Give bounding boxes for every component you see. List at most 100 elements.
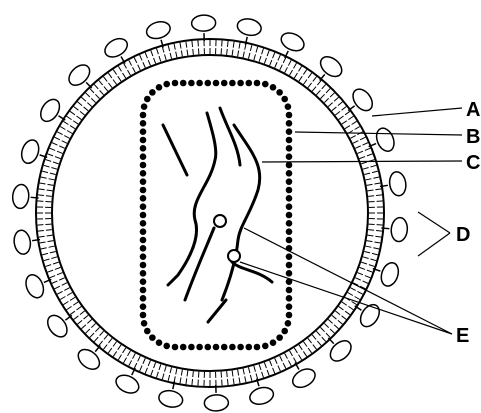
bilayer-tick: [308, 73, 312, 78]
bilayer-tick: [256, 47, 258, 53]
capsid-dot: [270, 84, 277, 91]
bilayer-tick: [157, 48, 159, 54]
bilayer-tick: [248, 53, 249, 59]
capsid-dot: [140, 120, 147, 127]
bilayer-tick: [350, 288, 355, 291]
bilayer-tick: [374, 183, 380, 184]
capsid-dot: [286, 287, 293, 294]
bilayer-tick: [63, 301, 68, 304]
capsid-dot: [281, 96, 288, 103]
bilayer-tick: [275, 62, 277, 67]
bilayer-tick: [50, 148, 56, 150]
bilayer-tick: [332, 315, 337, 319]
bilayer-tick: [322, 84, 326, 88]
bilayer-tick: [350, 136, 355, 139]
capsid-dot: [140, 162, 147, 169]
bilayer-tick: [342, 121, 347, 124]
bilayer-tick: [70, 311, 75, 315]
bilayer-tick: [118, 355, 121, 360]
bilayer-tick: [369, 265, 375, 267]
bilayer-tick: [170, 367, 171, 373]
bilayer-tick: [367, 154, 373, 156]
bilayer-tick: [371, 259, 377, 261]
bilayer-tick: [140, 366, 142, 371]
bilayer-tick: [264, 58, 266, 64]
bilayer-tick: [77, 102, 82, 106]
capsid-dot: [246, 80, 253, 87]
bilayer-tick: [55, 137, 60, 140]
bilayer-tick: [118, 345, 121, 350]
capsid-dot: [213, 80, 220, 87]
bilayer-tick: [186, 42, 187, 48]
bilayer-tick: [53, 262, 59, 264]
bilayer-tick: [303, 80, 307, 85]
bilayer-tick: [57, 151, 63, 153]
label-d: D: [456, 224, 470, 246]
bilayer-tick: [365, 148, 371, 150]
bilayer-tick: [174, 44, 175, 50]
bilayer-tick: [73, 302, 78, 305]
capsid-dot: [286, 187, 293, 194]
bilayer-tick: [63, 121, 68, 124]
protein-head: [102, 35, 131, 61]
leader-line-c: [262, 161, 462, 162]
surface-protein: [12, 184, 39, 209]
bilayer-tick: [285, 353, 288, 358]
bilayer-tick: [303, 70, 306, 75]
bilayer-tick: [355, 297, 360, 300]
bilayer-tick: [46, 230, 52, 231]
bilayer-tick: [52, 143, 57, 145]
bilayer-tick: [233, 42, 234, 48]
bilayer-tick: [44, 165, 50, 167]
capsid-dot: [276, 89, 283, 96]
bilayer-tick: [84, 107, 89, 111]
surface-protein: [44, 312, 72, 341]
protein-head: [236, 17, 263, 38]
bilayer-tick: [108, 83, 112, 88]
bilayer-tick: [62, 283, 67, 286]
bilayer-tick: [129, 360, 132, 365]
surface-protein: [75, 345, 104, 373]
capsid-dot: [140, 270, 147, 277]
bilayer-tick: [326, 333, 330, 337]
capsid-dot: [172, 344, 179, 351]
bilayer-tick: [95, 94, 99, 98]
capsid-dot: [281, 328, 288, 335]
bilayer-tick: [143, 358, 145, 363]
rna-strand-1: [163, 125, 187, 175]
bilayer-tick: [227, 379, 228, 385]
bilayer-tick: [335, 311, 340, 315]
capsid-dot: [286, 128, 293, 135]
bilayer-tick: [108, 348, 112, 353]
capsid-dot: [140, 170, 147, 177]
capsid-dot: [286, 137, 293, 144]
protein-head: [204, 394, 229, 411]
bilayer-tick: [186, 378, 187, 384]
enzyme-2: [228, 250, 240, 262]
capsid-dot: [286, 220, 293, 227]
surface-protein: [380, 171, 408, 197]
bilayer-tick: [187, 50, 188, 56]
bilayer-tick: [108, 73, 112, 78]
protein-head: [191, 15, 216, 32]
bilayer-tick: [80, 311, 85, 315]
bilayer-tick: [232, 50, 233, 56]
bilayer-tick: [123, 73, 126, 78]
bilayer-tick: [48, 184, 54, 185]
capsid-dot: [286, 153, 293, 160]
capsid-dot: [144, 96, 151, 103]
bilayer-tick: [47, 154, 53, 156]
bilayer-tick: [47, 270, 53, 272]
protein-head: [44, 312, 71, 341]
bilayer-tick: [67, 293, 72, 296]
bilayer-tick: [159, 56, 161, 62]
bilayer-tick: [70, 297, 75, 300]
bilayer-tick: [345, 311, 350, 315]
bilayer-tick: [55, 286, 60, 289]
bilayer-tick: [294, 73, 297, 78]
capsid-dot: [140, 128, 147, 135]
bilayer-tick: [181, 370, 182, 376]
capsid-dot: [286, 120, 293, 127]
bilayer-tick: [176, 369, 177, 375]
bilayer-tick: [357, 291, 362, 294]
